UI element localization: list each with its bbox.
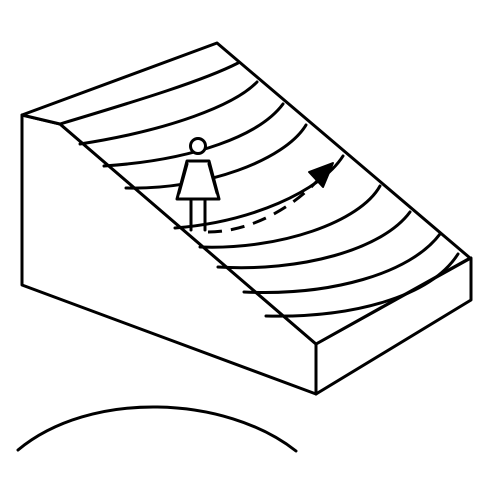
contour-line bbox=[124, 123, 308, 190]
contour-lines bbox=[58, 61, 460, 318]
contour-line bbox=[216, 210, 412, 270]
contour-line bbox=[264, 252, 460, 318]
contour-line bbox=[173, 154, 345, 230]
contour-line bbox=[78, 80, 259, 146]
woman-pictogram-icon bbox=[175, 137, 221, 232]
contour-line bbox=[102, 102, 285, 168]
contour-line bbox=[58, 61, 240, 126]
contour-line bbox=[198, 184, 382, 249]
arrow-icon bbox=[308, 162, 334, 188]
ground-arc bbox=[16, 405, 298, 453]
slope-surface bbox=[20, 41, 472, 346]
contour-line bbox=[242, 232, 442, 294]
